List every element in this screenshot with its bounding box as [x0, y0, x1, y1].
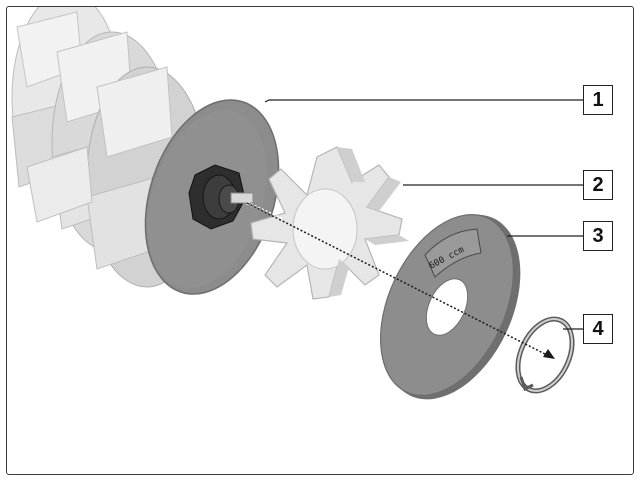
assembly-axis-line — [246, 201, 555, 359]
callout-3-label: 3 — [592, 224, 604, 247]
callout-4: 4 — [583, 314, 613, 344]
callout-2-label: 2 — [592, 173, 604, 196]
leader-line-1 — [264, 99, 583, 103]
callout-1-label: 1 — [592, 88, 604, 111]
star-scraper-wheel-2 — [250, 146, 409, 300]
hub-nut — [188, 164, 254, 230]
diagram-frame: 600 ccm 1 2 3 4 — [6, 6, 634, 475]
axis-arrowhead — [543, 349, 555, 359]
retaining-circlip-4 — [515, 316, 575, 394]
rotor-assembly — [11, 7, 208, 288]
callout-4-label: 4 — [592, 317, 604, 340]
exploded-view-illustration: 600 ccm — [11, 7, 583, 400]
callout-3: 3 — [583, 221, 613, 251]
leader-lines — [264, 99, 583, 330]
callout-1: 1 — [583, 85, 613, 115]
callout-2: 2 — [583, 170, 613, 200]
